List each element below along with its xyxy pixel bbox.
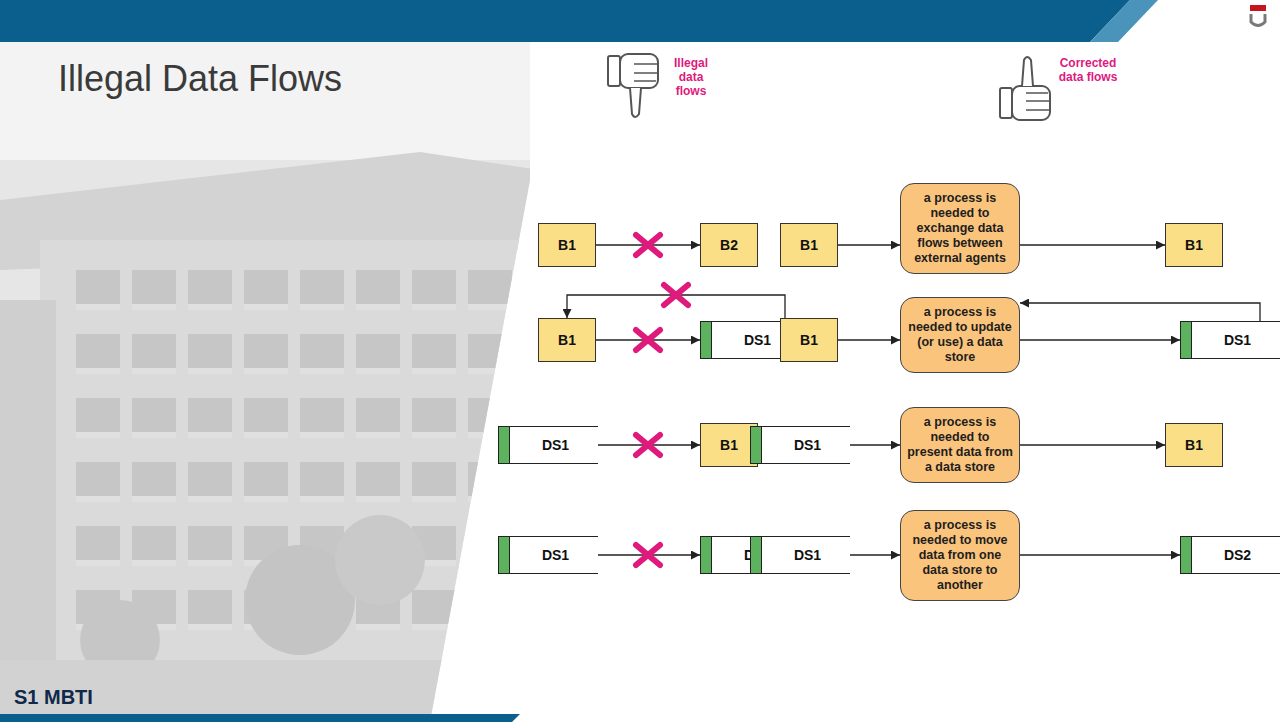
- external-agent-box: B2: [700, 223, 758, 267]
- data-store-tab: [499, 537, 510, 573]
- data-store: DS1: [498, 426, 598, 464]
- external-agent-box: B1: [538, 318, 596, 362]
- external-agent-box: B1: [1165, 223, 1223, 267]
- node-text: B1: [720, 437, 738, 453]
- data-store-tab: [751, 427, 762, 463]
- node-text: a process is needed to present data from…: [907, 415, 1013, 475]
- university-logo: [1250, 5, 1266, 26]
- thumbs-up-icon: [1000, 57, 1050, 120]
- slide-title: Illegal Data Flows: [58, 58, 342, 100]
- data-store-tab: [701, 537, 712, 573]
- data-flow-arrow: [850, 554, 900, 555]
- illegal-cross: [636, 235, 660, 255]
- logo-bar: [1250, 5, 1266, 11]
- photo-ground: [0, 42, 540, 722]
- illegal-cross: [636, 545, 660, 565]
- icon-fingers: [634, 64, 658, 81]
- node-text: B1: [1185, 237, 1203, 253]
- photo-sky: [0, 42, 540, 160]
- node-text: a process is needed to move data from on…: [907, 518, 1013, 593]
- data-store: DS1: [750, 536, 850, 574]
- process-box: a process is needed to update (or use) a…: [900, 297, 1020, 373]
- external-agent-box: B1: [780, 318, 838, 362]
- process-box: a process is needed to present data from…: [900, 407, 1020, 483]
- data-store-tab: [499, 427, 510, 463]
- node-text: a process is needed to exchange data flo…: [907, 191, 1013, 266]
- illegal-cross: [636, 435, 660, 455]
- data-flow-arrow: [1020, 554, 1180, 555]
- node-text: DS1: [542, 547, 569, 563]
- photo-street: [0, 660, 540, 722]
- illegal-cross: [636, 330, 660, 350]
- data-flow-arrow: [838, 339, 900, 340]
- data-store-tab: [751, 537, 762, 573]
- external-agent-box: B1: [780, 223, 838, 267]
- data-flow-arrow: [1020, 303, 1260, 321]
- data-store-tab: [1181, 322, 1192, 358]
- program-label: S1 MBTI: [14, 686, 93, 709]
- illegal-cross: [664, 285, 688, 305]
- top-band-stripe: [1090, 0, 1158, 42]
- node-text: B1: [800, 237, 818, 253]
- icon-thumb: [630, 88, 641, 117]
- data-store: DS2: [1180, 536, 1280, 574]
- data-store-tab: [701, 322, 712, 358]
- node-text: B1: [558, 237, 576, 253]
- logo-cup: [1251, 14, 1265, 26]
- process-box: a process is needed to move data from on…: [900, 510, 1020, 601]
- external-agent-box: B1: [1165, 423, 1223, 467]
- data-store: DS1: [498, 536, 598, 574]
- building-photo: [0, 42, 540, 722]
- icon-fingers: [1026, 93, 1050, 110]
- node-text: B2: [720, 237, 738, 253]
- node-text: DS1: [744, 332, 771, 348]
- thumbs-down-icon: [608, 54, 658, 117]
- process-box: a process is needed to exchange data flo…: [900, 183, 1020, 274]
- node-text: DS1: [542, 437, 569, 453]
- data-store: DS1: [750, 426, 850, 464]
- building-side: [0, 300, 56, 700]
- caption-label: Corrected data flows: [1054, 56, 1122, 84]
- caption-label: Illegal data flows: [664, 56, 718, 98]
- icon-palm: [1012, 86, 1050, 120]
- node-text: B1: [558, 332, 576, 348]
- node-text: DS1: [794, 547, 821, 563]
- data-store-tab: [1181, 537, 1192, 573]
- data-flow-arrow: [838, 244, 900, 245]
- node-text: DS2: [1224, 547, 1251, 563]
- node-text: DS1: [1224, 332, 1251, 348]
- top-band: [0, 0, 1130, 42]
- external-agent-box: B1: [538, 223, 596, 267]
- bottom-band: [0, 714, 520, 722]
- data-store: DS1: [1180, 321, 1280, 359]
- data-flow-arrow: [1020, 339, 1180, 340]
- node-text: a process is needed to update (or use) a…: [907, 305, 1013, 365]
- icon-cuff: [1000, 88, 1012, 118]
- node-text: B1: [800, 332, 818, 348]
- node-text: B1: [1185, 437, 1203, 453]
- icon-cuff: [608, 56, 620, 86]
- icon-palm: [620, 54, 658, 88]
- data-flow-arrow: [1020, 444, 1165, 445]
- icon-thumb: [1022, 57, 1033, 86]
- data-flow-arrow: [1020, 244, 1165, 245]
- node-text: DS1: [794, 437, 821, 453]
- data-flow-arrow: [850, 444, 900, 445]
- tree: [335, 515, 425, 605]
